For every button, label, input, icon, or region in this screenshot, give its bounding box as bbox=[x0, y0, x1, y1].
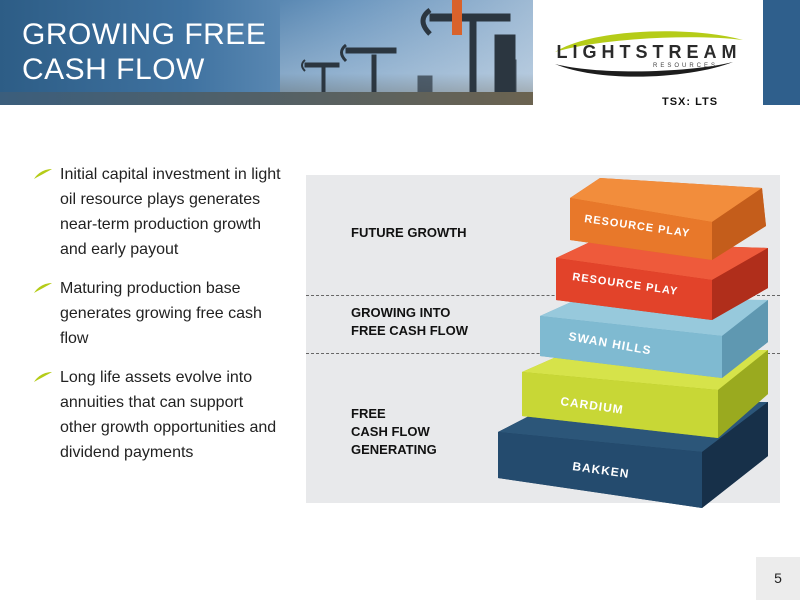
title-line-1: GROWING FREE bbox=[22, 18, 267, 51]
stock-ticker: TSX: LTS bbox=[662, 96, 719, 105]
oil-field-photo bbox=[0, 0, 540, 105]
bullet-list: Initial capital investment in light oil … bbox=[33, 162, 283, 479]
header-banner: GROWING FREE CASH FLOW LIGHTSTREAM RESOU… bbox=[0, 0, 800, 105]
stage-divider bbox=[306, 295, 780, 296]
label-fcf-generating: FREE CASH FLOW GENERATING bbox=[351, 406, 437, 457]
leaf-bullet-icon bbox=[34, 372, 52, 382]
page-number: 5 bbox=[756, 557, 800, 600]
label-future-growth: FUTURE GROWTH bbox=[351, 225, 467, 240]
leaf-bullet-icon bbox=[34, 283, 52, 293]
logo-swoosh-icon bbox=[555, 31, 743, 77]
title-line-2: CASH FLOW bbox=[22, 53, 205, 86]
block-resource-play-orange: RESOURCE PLAY bbox=[570, 178, 766, 260]
label-growing-into-fcf: GROWING INTO FREE CASH FLOW bbox=[351, 305, 468, 338]
company-logo: LIGHTSTREAM RESOURCES bbox=[533, 0, 763, 105]
bullet-item: Initial capital investment in light oil … bbox=[33, 162, 283, 262]
bullet-text: Maturing production base generates growi… bbox=[60, 280, 262, 347]
leaf-bullet-icon bbox=[34, 169, 52, 179]
bullet-text: Long life assets evolve into annuities t… bbox=[60, 369, 277, 461]
logo-subtext: RESOURCES bbox=[653, 63, 719, 69]
bullet-item: Long life assets evolve into annuities t… bbox=[33, 365, 283, 465]
header-accent-strip bbox=[763, 0, 800, 105]
bullet-item: Maturing production base generates growi… bbox=[33, 276, 283, 351]
bullet-text: Initial capital investment in light oil … bbox=[60, 166, 281, 258]
slide-title: GROWING FREE CASH FLOW bbox=[22, 17, 266, 87]
pumpjack-silhouettes bbox=[301, 0, 517, 101]
logo-wordmark: LIGHTSTREAM bbox=[556, 42, 742, 62]
